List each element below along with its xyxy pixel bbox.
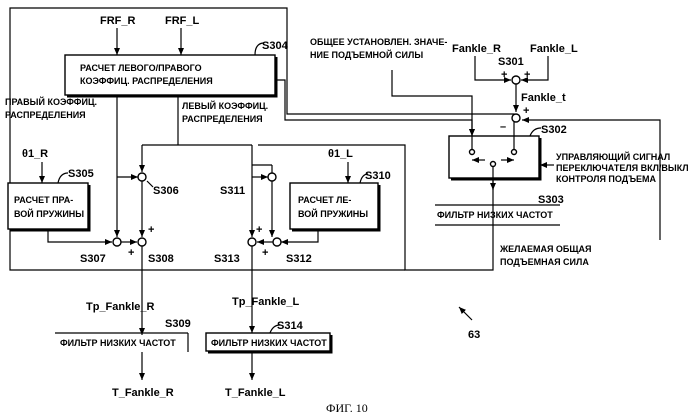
coeff-calc-line2: КОЭФФИЦ. РАСПРЕДЕЛЕНИЯ <box>80 76 213 86</box>
tp-fankle-l: Tp_Fankle_L <box>232 296 300 308</box>
step-s305: S305 <box>68 168 94 180</box>
control-signal-2: ПЕРЕКЛЮЧАТЕЛЯ ВКЛ/ВЫКЛ <box>556 163 689 173</box>
figure-caption: ФИГ. 10 <box>326 401 368 415</box>
s305-leader <box>58 173 68 183</box>
total-lift-label-1: ОБЩЕЕ УСТАНОВЛЕН. ЗНАЧЕ- <box>310 37 447 47</box>
mult-s307 <box>113 238 121 246</box>
left-spring-block <box>290 183 378 229</box>
frf-r-input: FRF_R <box>100 15 136 27</box>
mult-s312 <box>273 238 281 246</box>
fankle-l-input: Fankle_L <box>530 43 578 55</box>
step-s310: S310 <box>365 170 391 182</box>
right-coeff-label-2: РАСПРЕДЕЛЕНИЯ <box>5 110 86 120</box>
right-coeff-label-1: ПРАВЫЙ КОЭФФИЦ. <box>5 96 97 107</box>
mult-s306 <box>138 173 146 181</box>
s313-plus-right: + <box>262 247 268 259</box>
right-spring-out <box>48 230 112 242</box>
desired-total-2: ПОДЪЕМНАЯ СИЛА <box>500 257 589 267</box>
ref-numeral: 63 <box>468 329 480 341</box>
theta-r-input: θ1_R <box>22 148 48 160</box>
step-s306: S306 <box>153 185 179 197</box>
s301-plus-right: + <box>524 69 530 81</box>
step-s312: S312 <box>286 253 312 265</box>
ref-arrow <box>459 307 472 320</box>
s313-plus-top: + <box>256 224 262 236</box>
step-s304: S304 <box>262 40 289 52</box>
step-s314: S314 <box>277 320 304 332</box>
left-spring-line2: ВОЙ ПРУЖИНЫ <box>298 208 368 219</box>
left-spring-out <box>281 230 318 242</box>
total-lift-arrow <box>392 70 472 136</box>
s306-leader <box>147 181 153 187</box>
left-spring-line1: РАСЧЕТ ЛЕ- <box>298 195 351 205</box>
step-s302: S302 <box>541 124 567 136</box>
t-fankle-r: T_Fankle_R <box>112 387 174 399</box>
s308-plus-top: + <box>148 224 154 236</box>
control-signal-1: УПРАВЛЯЮЩИЙ СИГНАЛ <box>556 151 670 162</box>
right-spring-block <box>8 183 88 229</box>
t-fankle-l: T_Fankle_L <box>225 387 286 399</box>
fankle-t-label: Fankle_t <box>521 92 566 104</box>
lpf-s309: ФИЛЬТР НИЗКИХ ЧАСТОТ <box>60 338 176 348</box>
step-s307: S307 <box>80 253 106 265</box>
lpf-s303: ФИЛЬТР НИЗКИХ ЧАСТОТ <box>437 210 553 220</box>
step-s313: S313 <box>214 253 240 265</box>
desired-total-1: ЖЕЛАЕМАЯ ОБЩАЯ <box>499 244 592 254</box>
switch-contact-left <box>470 150 475 155</box>
step-s308: S308 <box>148 253 174 265</box>
fankle-r-input: Fankle_R <box>452 43 501 55</box>
step-s309: S309 <box>165 318 191 330</box>
mult-s311 <box>268 173 276 181</box>
lpf-s314: ФИЛЬТР НИЗКИХ ЧАСТОТ <box>211 338 327 348</box>
tp-fankle-r: Tp_Fankle_R <box>86 301 155 313</box>
step-s301: S301 <box>498 56 524 68</box>
frf-l-input: FRF_L <box>165 15 200 27</box>
sum-s301 <box>512 76 520 84</box>
right-spring-line2: ВОЙ ПРУЖИНЫ <box>14 208 84 219</box>
sum-s308 <box>138 238 146 246</box>
right-spring-line1: РАСЧЕТ ПРА- <box>14 195 73 205</box>
control-signal-3: КОНТРОЛЯ ПОДЪЕМА <box>556 174 657 184</box>
coeff-calc-block <box>65 55 275 95</box>
sum-s313 <box>248 238 256 246</box>
s301-plus-left: + <box>501 69 507 81</box>
step-s303: S303 <box>538 194 564 206</box>
switch-pivot <box>491 162 496 167</box>
left-coeff-label-1: ЛЕВЫЙ КОЭФФИЦ. <box>182 100 268 111</box>
sum-minus: – <box>500 121 506 133</box>
s308-plus-left: + <box>128 247 134 259</box>
s304-to-s302 <box>276 80 472 136</box>
switch-block <box>449 136 539 178</box>
switch-contact-right <box>512 150 517 155</box>
total-lift-label-2: НИЕ ПОДЪЕМНОЙ СИЛЫ <box>310 49 423 60</box>
theta-l-input: θ1_L <box>328 148 353 160</box>
s302-leader <box>530 128 541 136</box>
sum-plus: + <box>523 105 529 117</box>
left-coeff-label-2: РАСПРЕДЕЛЕНИЯ <box>182 114 263 124</box>
coeff-calc-line1: РАСЧЕТ ЛЕВОГО/ПРАВОГО <box>80 63 202 73</box>
step-s311: S311 <box>220 185 245 197</box>
sum-fankle-t <box>512 114 520 122</box>
